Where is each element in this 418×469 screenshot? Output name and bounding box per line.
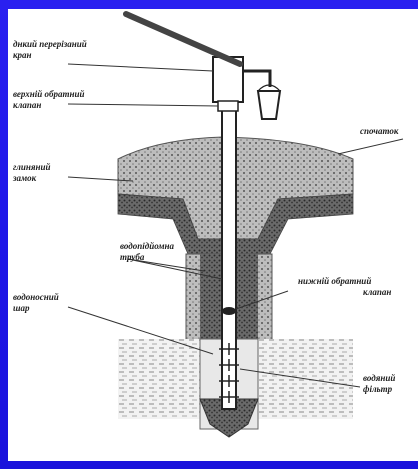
- pump-handle: [126, 14, 240, 64]
- diagram-panel: днкий перерізаний кран верхній обратний …: [8, 9, 418, 461]
- label-filter: водяний фільтр: [363, 373, 398, 394]
- label-aquifer: водоносний шар: [13, 292, 61, 313]
- label-lower-check-valve: нижній обратний клапан: [298, 276, 391, 297]
- label-concrete: спочаток: [360, 126, 399, 136]
- label-water-pipe: водопідйомна труба: [120, 241, 176, 262]
- lower-valve-marker: [222, 307, 236, 315]
- well-diagram: днкий перерізаний кран верхній обратний …: [8, 9, 418, 461]
- water-pipe: [222, 64, 236, 409]
- label-clay-lock: глиняний замок: [12, 162, 53, 183]
- bucket-icon: [258, 91, 280, 119]
- label-upper-check-valve: верхній обратний клапан: [13, 89, 87, 110]
- upper-valve-marker: [218, 101, 238, 111]
- label-top-valve: днкий перерізаний кран: [13, 39, 89, 60]
- spout: [243, 71, 270, 87]
